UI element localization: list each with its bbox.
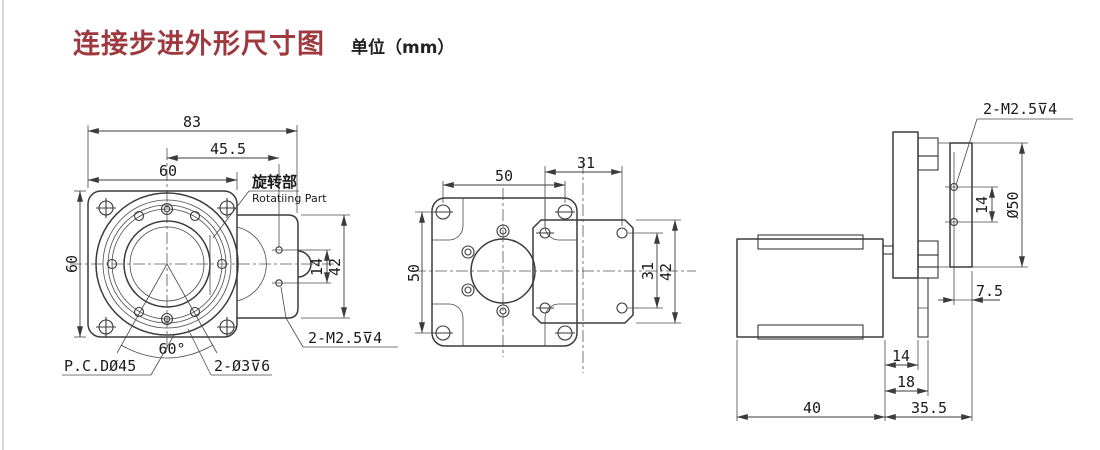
- leader-line: [955, 118, 978, 186]
- leader-line: [150, 334, 175, 376]
- dim-45-5: 45.5: [210, 140, 246, 158]
- rotating-tab-outline: [237, 214, 299, 319]
- corner-pocket: [432, 198, 464, 241]
- leader-line: [212, 190, 250, 239]
- housing-circle: [95, 192, 239, 336]
- dim-14-bottom: 14: [892, 347, 910, 365]
- tapped-holes-label-side: 2-M2.5⊽4: [955, 100, 1073, 186]
- dim-d50: Ø50: [1004, 191, 1022, 218]
- dim-50-top: 50: [495, 167, 513, 185]
- tab-bump-arc: [297, 250, 312, 278]
- radial-line: [166, 263, 218, 354]
- dim-83: 83: [183, 113, 201, 131]
- bolt-circle-holes: [106, 202, 228, 326]
- corner-pocket: [432, 303, 464, 346]
- shaft-connector: [882, 245, 894, 255]
- back-plate-outline: [431, 197, 578, 347]
- radial-line: [116, 263, 168, 354]
- tapped-holes-label-front: 2-M2.5⊽4: [280, 286, 398, 348]
- dim-60-top: 60: [159, 162, 177, 180]
- drawing-header: 连接步进外形尺寸图 单位（mm）: [73, 22, 454, 61]
- dim-42-right: 42: [657, 263, 675, 281]
- unit-label: 单位（mm）: [351, 38, 455, 58]
- rotating-part-label: 旋转部 Rotatiing Part: [212, 173, 327, 239]
- pcd-label: P.C.DØ45: [64, 357, 136, 375]
- dim-31-top: 31: [577, 154, 595, 172]
- rotating-part-label-en: Rotatiing Part: [252, 192, 327, 205]
- front-view: 60° 83 45.5 60: [62, 113, 398, 376]
- dim-14-flange: 14: [973, 196, 991, 214]
- bore-inner-circle: [129, 226, 205, 302]
- body-bottom-slot: [757, 324, 864, 340]
- ring-circle: [102, 199, 232, 329]
- rotating-boss-arc: [236, 226, 267, 302]
- dim-42-tab: 42: [326, 258, 344, 276]
- dim-31-right: 31: [639, 262, 657, 280]
- pitch-circle-label: P.C.DØ45: [62, 334, 175, 376]
- flange-disc: [949, 142, 973, 268]
- dim-7-5: 7.5: [976, 282, 1003, 300]
- dim-40: 40: [803, 399, 821, 417]
- angle-arc: [120, 344, 214, 359]
- side-view: 2-M2.5⊽4 Ø50 14 7.5 14 18: [736, 100, 1073, 421]
- bolt-circle: [111, 208, 223, 320]
- center-boss-circle: [470, 238, 536, 304]
- bracket-lower-strip: [917, 277, 929, 338]
- leader-line: [187, 328, 212, 376]
- mounting-plate-outline: [532, 219, 634, 324]
- flange-outline: [87, 190, 238, 338]
- rotating-part-label-cn: 旋转部: [251, 173, 297, 191]
- tapped-holes-text-front: 2-M2.5⊽4: [308, 329, 382, 347]
- dim-14-tab: 14: [308, 258, 326, 276]
- page-title: 连接步进外形尺寸图: [73, 29, 325, 60]
- leader-line: [280, 286, 304, 348]
- pin-holes-label: 2-Ø3⊽6: [187, 328, 272, 376]
- corner-holes: [96, 198, 237, 337]
- tapped-holes-text-side: 2-M2.5⊽4: [983, 100, 1057, 118]
- bracket-plate: [892, 131, 919, 279]
- dim-50-left: 50: [405, 264, 423, 282]
- bracket-steps: [917, 137, 939, 279]
- motor-body: [736, 238, 884, 338]
- mounting-plate-holes: [536, 227, 628, 314]
- back-view: 50 31 50 31 42: [405, 154, 696, 373]
- dim-60-left: 60: [63, 255, 81, 273]
- dim-angle-60: 60°: [158, 340, 185, 358]
- body-top-slot: [757, 234, 864, 250]
- dim-18: 18: [897, 373, 915, 391]
- pin-holes-text: 2-Ø3⊽6: [214, 357, 270, 375]
- wire-holes: [461, 224, 510, 318]
- dim-35-5: 35.5: [911, 399, 947, 417]
